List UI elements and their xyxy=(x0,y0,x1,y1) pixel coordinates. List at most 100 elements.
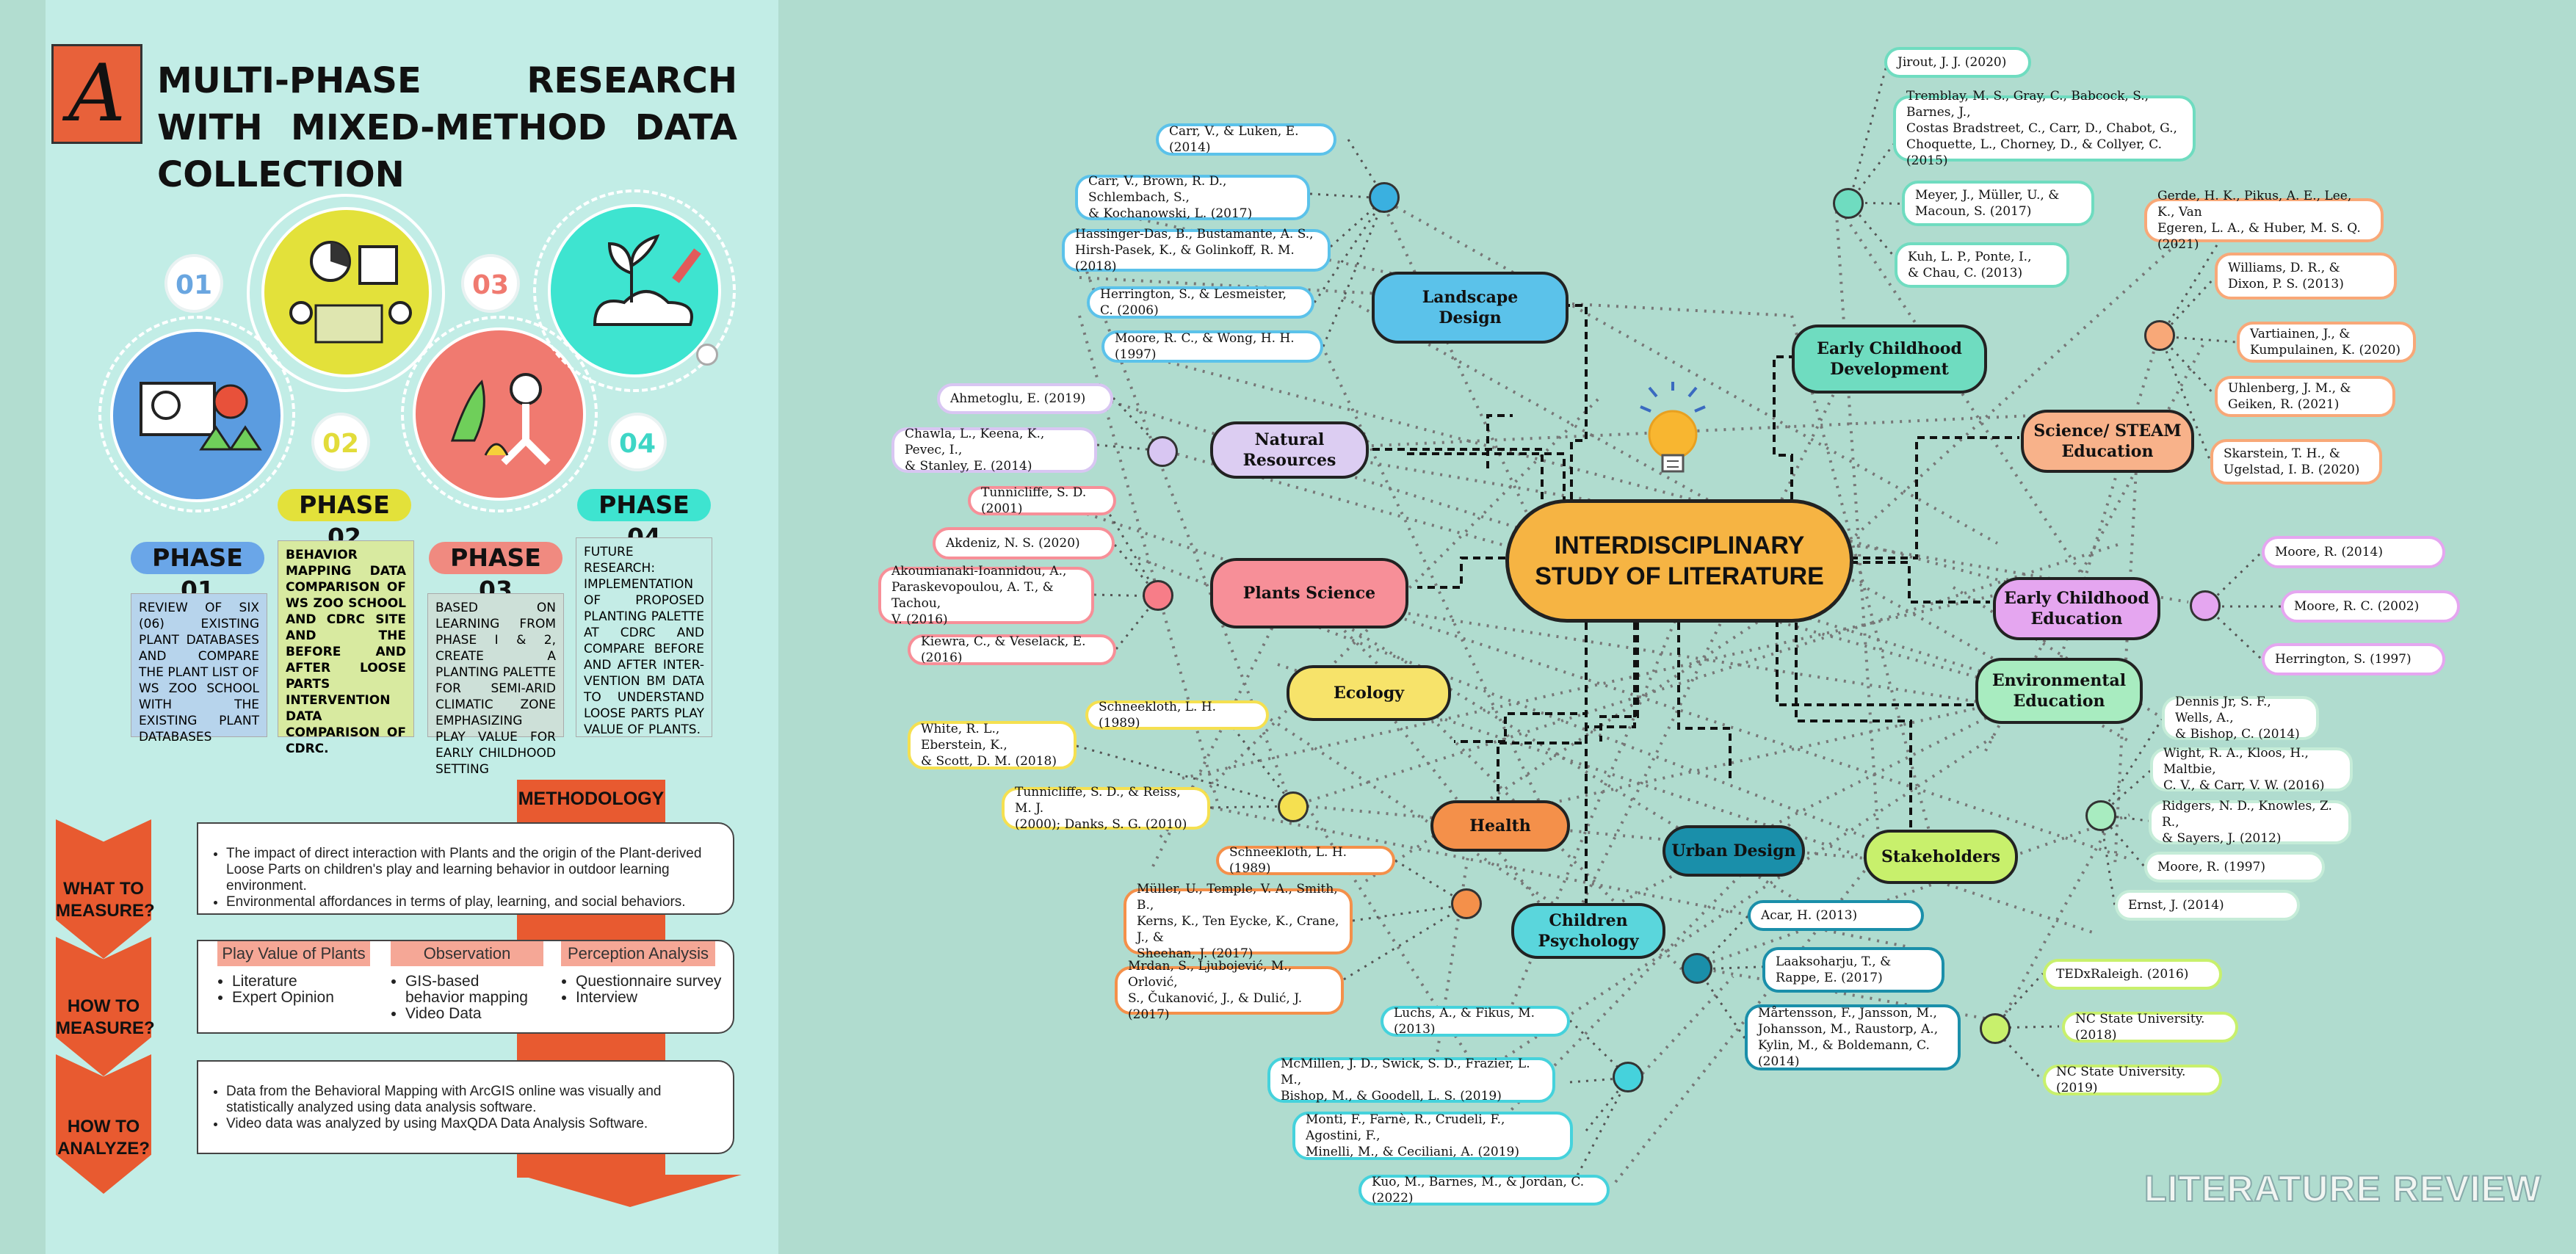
node-dot xyxy=(2144,320,2175,351)
phase-04-ring xyxy=(533,189,736,392)
category-landscape-design: Landscape Design xyxy=(1372,272,1569,344)
reference: Akdeniz, N. S. (2020) xyxy=(933,527,1115,559)
reference: Skarstein, T. H., & Ugelstad, I. B. (202… xyxy=(2210,439,2382,485)
reference: Uhlenberg, J. M., & Geiken, R. (2021) xyxy=(2215,376,2395,417)
reference: Dennis Jr, S. F., Wells, A., & Bishop, C… xyxy=(2162,695,2319,742)
how-label: HOW TO MEASURE? xyxy=(56,996,155,1038)
how-item: GIS-based behavior mapping xyxy=(405,974,538,1006)
node-dot xyxy=(1980,1013,2011,1044)
phase-01-ring xyxy=(98,316,295,512)
reference: Schneekloth, L. H. (1989) xyxy=(1216,845,1395,876)
reference: Mrdan, S., Ljubojević, M., Orlović, S., … xyxy=(1115,959,1344,1022)
reference: Ernst, J. (2014) xyxy=(2115,890,2300,921)
how-item: Interview xyxy=(576,990,734,1006)
what-item: The impact of direct interaction with Pl… xyxy=(226,846,720,894)
literature-review-label: LITERATURE REVIEW xyxy=(2143,1167,2542,1210)
reference: Jirout, J. J. (2020) xyxy=(1884,47,2031,78)
reference: Monti, F., Farnè, R., Crudeli, F., Agost… xyxy=(1292,1112,1573,1160)
phase-03-text: BASED ON LEARNING FROM PHASE I & 2, CREA… xyxy=(427,593,564,777)
category-health: Health xyxy=(1430,800,1570,852)
reference: Meyer, J., Müller, U., & Macoun, S. (201… xyxy=(1902,181,2094,226)
category-stakeholders: Stakeholders xyxy=(1864,830,2018,884)
main-title: MULTI-PHASE RESEARCH WITH MIXED-METHOD D… xyxy=(157,60,737,195)
reference: Williams, D. R., & Dixon, P. S. (2013) xyxy=(2215,253,2397,300)
phase-01-text: REVIEW OF SIX (06) EXISTING PLANT DATABA… xyxy=(131,593,267,744)
category-natural-resources: Natural Resources xyxy=(1210,421,1369,479)
node-dot xyxy=(1451,888,1482,919)
reference: Akoumianaki-Ioannidou, A., Paraskevopoul… xyxy=(878,564,1094,627)
phase-02-ring xyxy=(247,194,445,392)
reference: TEDxRaleigh. (2016) xyxy=(2043,959,2222,990)
what-item: Environmental affordances in terms of pl… xyxy=(226,894,720,910)
how-item: Questionnaire survey xyxy=(576,974,734,990)
reference: White, R. L., Eberstein, K., & Scott, D.… xyxy=(908,721,1077,769)
reference: Carr, V., Brown, R. D., Schlembach, S., … xyxy=(1075,174,1310,221)
category-children-psychology: Children Psychology xyxy=(1511,903,1665,959)
analyze-item: Data from the Behavioral Mapping with Ar… xyxy=(226,1084,720,1116)
reference: NC State University. (2019) xyxy=(2043,1065,2222,1095)
what-label: WHAT TO MEASURE? xyxy=(56,879,155,921)
phase-04-label: PHASE 04 xyxy=(577,489,711,551)
lightbulb-icon xyxy=(1640,382,1706,473)
how-col-title: Observation xyxy=(391,941,543,966)
reference: Müller, U., Temple, V. A., Smith, B., Ke… xyxy=(1124,882,1353,961)
reference: Luchs, A., & Fikus, M. (2013) xyxy=(1381,1006,1570,1037)
reference: McMillen, J. D., Swick, S. D., Frazier, … xyxy=(1267,1057,1555,1103)
reference: Wight, R. A., Kloos, H., Maltbie, C. V.,… xyxy=(2150,746,2353,793)
phase-03-number: 03 xyxy=(461,254,520,313)
category-urban-design: Urban Design xyxy=(1663,825,1805,877)
reference: Vartiainen, J., & Kumpulainen, K. (2020) xyxy=(2237,322,2416,363)
reference: Moore, R. C., & Wong, H. H. (1997) xyxy=(1101,330,1323,363)
reference: Ridgers, N. D., Knowles, Z. R., & Sayers… xyxy=(2149,799,2351,846)
phase-03-label: PHASE 03 xyxy=(429,542,562,604)
reference: Laaksoharju, T., & Rappe, E. (2017) xyxy=(1762,947,1944,993)
reference: Moore, R. (2014) xyxy=(2262,536,2445,568)
reference: Mårtensson, F., Jansson, M., Johansson, … xyxy=(1745,1004,1961,1070)
reference: Acar, H. (2013) xyxy=(1748,900,1924,931)
sprout-trowel-icon xyxy=(593,233,701,326)
methodology-title: METHODOLOGY xyxy=(517,780,665,818)
reference: Moore, R. C. (2002) xyxy=(2281,590,2460,623)
reference: Chawla, L., Keena, K., Pevec, I., & Stan… xyxy=(891,427,1097,474)
analyze-item: Video data was analyzed by using MaxQDA … xyxy=(226,1116,720,1132)
reference: Schneekloth, L. H. (1989) xyxy=(1085,700,1269,731)
computer-plant-icon xyxy=(140,382,262,451)
reference: Herrington, S. (1997) xyxy=(2262,643,2445,675)
node-dot xyxy=(1833,188,1864,219)
phase-02-illustration xyxy=(261,207,432,377)
reference: Tunnicliffe, S. D. (2001) xyxy=(968,485,1116,516)
reference: Kuh, L. P., Ponte, I., & Chau, C. (2013) xyxy=(1895,242,2069,288)
phase-01-number: 01 xyxy=(164,254,223,313)
category-early-childhood-education: Early Childhood Education xyxy=(1993,577,2160,640)
node-dot xyxy=(1147,436,1178,467)
node-dot xyxy=(1143,580,1173,611)
phase-04-illustration xyxy=(548,204,721,377)
reference: Gerde, H. K., Pikus, A. E., Lee, K., Van… xyxy=(2144,189,2384,252)
mapping-people-icon xyxy=(289,241,412,344)
reference: Kiewra, C., & Veselack, E. (2016) xyxy=(908,634,1116,665)
how-item: Literature xyxy=(232,974,379,990)
category-early-childhood-development: Early Childhood Development xyxy=(1792,325,1987,394)
phase-02-text: BEHAVIOR MAPPING DATA COMPARISON OF WS Z… xyxy=(278,540,414,756)
what-box: The impact of direct interaction with Pl… xyxy=(197,822,734,915)
node-dot xyxy=(1613,1062,1643,1092)
node-dot xyxy=(2085,800,2116,831)
small-circle xyxy=(696,344,718,366)
reference: Carr, V., & Luken, E. (2014) xyxy=(1156,123,1336,156)
center-node: INTERDISCIPLINARY STUDY OF LITERATURE xyxy=(1505,499,1853,623)
how-col-title: Perception Analysis xyxy=(561,941,715,966)
phase-01-label: PHASE 01 xyxy=(131,542,264,604)
category-ecology: Ecology xyxy=(1287,665,1451,721)
node-dot xyxy=(2190,590,2221,621)
how-col-title: Play Value of Plants xyxy=(217,941,370,966)
logo-letter: A xyxy=(51,44,142,144)
reference: Herrington, S., & Lesmeister, C. (2006) xyxy=(1087,286,1314,319)
reference: Tunnicliffe, S. D., & Reiss, M. J. (2000… xyxy=(1002,785,1210,832)
reference: Tremblay, M. S., Gray, C., Babcock, S., … xyxy=(1893,89,2196,168)
category-plants-science: Plants Science xyxy=(1210,558,1408,628)
reference: Moore, R. (1997) xyxy=(2144,852,2325,882)
analyze-label: HOW TO ANALYZE? xyxy=(57,1117,150,1159)
how-box: Play Value of Plants Observation Percept… xyxy=(197,940,734,1034)
node-dot xyxy=(1369,182,1400,213)
how-item: Expert Opinion xyxy=(232,990,379,1006)
